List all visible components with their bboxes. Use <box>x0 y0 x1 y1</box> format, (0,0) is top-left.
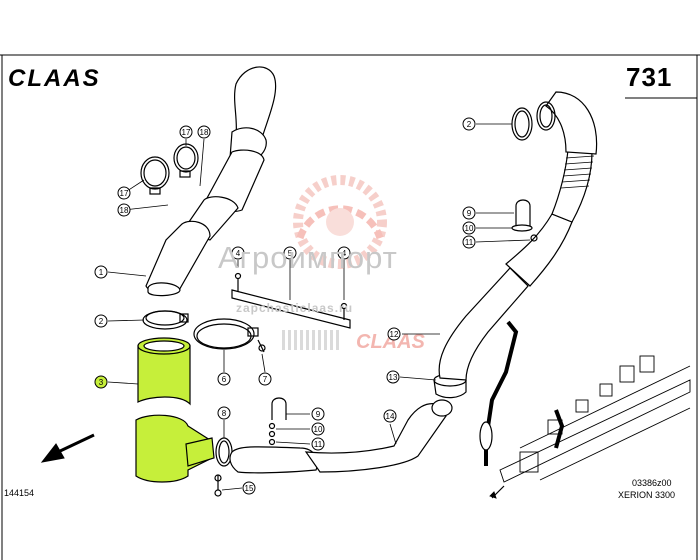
svg-text:11: 11 <box>465 238 474 247</box>
page-number: 731 <box>626 62 673 92</box>
clamp-2-left <box>142 310 189 330</box>
svg-text:10: 10 <box>314 425 323 434</box>
svg-text:6: 6 <box>222 375 227 384</box>
watermark-logo: CLAAS <box>356 331 426 353</box>
hose-part-12 <box>438 91 598 381</box>
callout-12[interactable]: 12 <box>387 327 401 341</box>
claas-logo: CLAAS <box>8 65 101 92</box>
svg-text:11: 11 <box>314 440 323 449</box>
svg-text:18: 18 <box>120 206 129 215</box>
watermark-url: zapchasticlaas.ru <box>236 301 354 315</box>
hose-part-14 <box>229 399 453 474</box>
leader-lines <box>107 123 531 491</box>
svg-text:15: 15 <box>245 484 254 493</box>
clamp-17-18-pair <box>140 143 199 195</box>
svg-text:13: 13 <box>389 373 398 382</box>
svg-text:14: 14 <box>386 412 395 421</box>
svg-text:18: 18 <box>200 128 209 137</box>
callout-6[interactable]: 6 <box>217 372 231 386</box>
watermark-gear <box>282 175 387 350</box>
callout-11-right[interactable]: 11 <box>462 235 476 249</box>
svg-text:17: 17 <box>120 189 129 198</box>
callout-10-right[interactable]: 10 <box>462 221 476 235</box>
direction-arrow-icon <box>40 433 95 463</box>
callout-9-middle[interactable]: 9 <box>311 407 325 421</box>
svg-text:1: 1 <box>99 268 104 277</box>
page-frame <box>0 54 700 560</box>
callout-17-top[interactable]: 17 <box>179 125 193 139</box>
svg-text:2: 2 <box>467 120 472 129</box>
svg-text:7: 7 <box>263 375 268 384</box>
u-bolt-9-right <box>511 199 538 242</box>
svg-text:8: 8 <box>222 409 227 418</box>
clamp-8 <box>214 437 233 497</box>
callout-15[interactable]: 15 <box>242 481 256 495</box>
svg-text:5: 5 <box>288 249 293 258</box>
svg-text:12: 12 <box>390 330 399 339</box>
chassis-frame-drawing <box>479 320 691 499</box>
u-bolt-9-middle <box>268 397 287 446</box>
callout-4-left[interactable]: 4 <box>231 246 245 260</box>
svg-text:3: 3 <box>99 378 104 387</box>
callouts: 1 2 3 17 18 17 18 4 5 4 6 7 8 9 10 11 15… <box>94 117 476 495</box>
svg-text:17: 17 <box>182 128 191 137</box>
callout-10-middle[interactable]: 10 <box>311 422 325 436</box>
callout-18-top[interactable]: 18 <box>197 125 211 139</box>
svg-text:9: 9 <box>316 410 321 419</box>
watermark-text: Агроимпорт <box>218 240 398 275</box>
callout-2-right[interactable]: 2 <box>462 117 476 131</box>
callout-13[interactable]: 13 <box>386 370 400 384</box>
svg-text:2: 2 <box>99 317 104 326</box>
callout-8[interactable]: 8 <box>217 406 231 420</box>
callout-2[interactable]: 2 <box>94 314 108 328</box>
hose-part-1 <box>145 66 277 297</box>
svg-text:4: 4 <box>236 249 241 258</box>
callout-9-right[interactable]: 9 <box>462 206 476 220</box>
callout-3[interactable]: 3 <box>94 375 108 389</box>
callout-11-middle[interactable]: 11 <box>311 437 325 451</box>
callout-17-left[interactable]: 17 <box>117 186 131 200</box>
reference-code: 03386z00 <box>632 478 672 488</box>
svg-text:10: 10 <box>465 224 474 233</box>
part-3-highlighted <box>135 337 215 483</box>
callout-7[interactable]: 7 <box>258 372 272 386</box>
callout-18-left[interactable]: 18 <box>117 203 131 217</box>
clamp-part-6 <box>193 318 266 353</box>
claas-logo-text: CLAAS <box>8 65 101 92</box>
callout-4-right[interactable]: 4 <box>337 246 351 260</box>
callout-1[interactable]: 1 <box>94 265 108 279</box>
drawing-id: 144154 <box>4 488 35 498</box>
model-name: XERION 3300 <box>618 490 676 500</box>
svg-text:4: 4 <box>342 249 347 258</box>
svg-text:9: 9 <box>467 209 472 218</box>
callout-5[interactable]: 5 <box>283 246 297 260</box>
bracket-part-5 <box>231 272 351 329</box>
callout-14[interactable]: 14 <box>383 409 397 423</box>
